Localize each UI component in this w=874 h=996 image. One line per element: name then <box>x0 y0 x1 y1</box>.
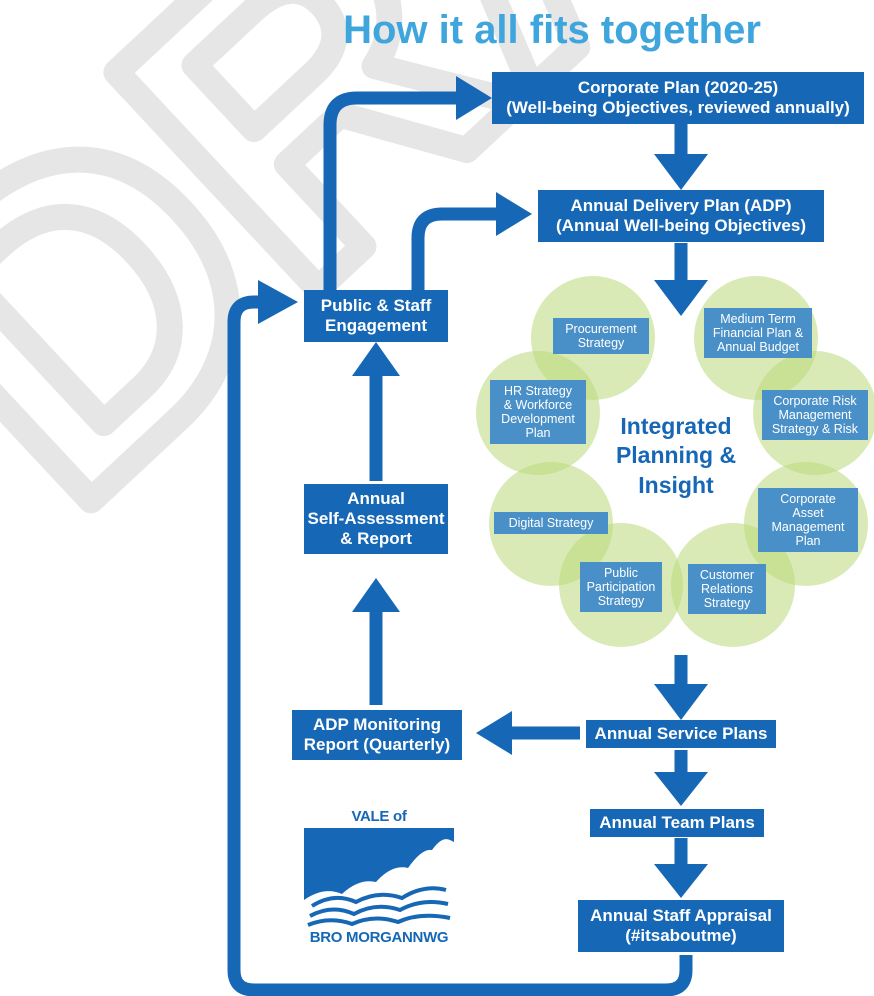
annual-staff-appraisal-box: Annual Staff Appraisal (#itsaboutme) <box>578 900 784 952</box>
hr-line-2: & Workforce <box>503 398 573 412</box>
arrow-engagement-to-adp <box>411 207 500 293</box>
arrowhead-down-appraisal <box>654 864 708 898</box>
arrowhead-monitoring <box>476 711 512 755</box>
hr-workforce-pill: HR Strategy & Workforce Development Plan <box>490 380 586 444</box>
financial-line-3: Annual Budget <box>716 340 799 354</box>
digital-line-1: Digital Strategy <box>508 516 594 530</box>
adp-line-1: Annual Delivery Plan (ADP) <box>570 195 792 215</box>
corporate-asset-pill: Corporate Asset Management Plan <box>758 488 858 552</box>
logo-bottom-text: BRO MORGANNWG <box>309 929 449 946</box>
center-line-3: Insight <box>638 471 714 498</box>
self-assessment-line-3: & Report <box>340 529 412 549</box>
corporate-plan-box: Corporate Plan (2020-25) (Well-being Obj… <box>492 72 864 124</box>
hr-line-1: HR Strategy <box>503 384 573 398</box>
corporate-plan-line-2: (Well-being Objectives, reviewed annuall… <box>506 98 850 117</box>
participation-line-1: Public <box>603 566 639 580</box>
participation-line-2: Participation <box>586 580 656 594</box>
customer-line-2: Relations <box>700 582 754 596</box>
financial-line-1: Medium Term <box>720 312 796 326</box>
customer-line-1: Customer <box>699 568 755 582</box>
team-plans-label: Annual Team Plans <box>599 812 755 832</box>
customer-relations-pill: Customer Relations Strategy <box>688 564 766 614</box>
risk-line-1: Corporate Risk <box>773 394 857 408</box>
flow-arrows <box>227 91 693 996</box>
vale-of-glamorgan-logo: VALE of GLAMORGAN BRO MORGANNWG <box>304 808 454 950</box>
procurement-line-2: Strategy <box>577 336 625 350</box>
asset-line-3: Management <box>771 520 845 534</box>
center-line-2: Planning & <box>615 442 737 469</box>
center-line-1: Integrated <box>620 413 732 439</box>
risk-line-2: Management <box>778 408 852 422</box>
financial-line-2: Financial Plan & <box>712 326 804 340</box>
customer-line-3: Strategy <box>703 596 751 610</box>
arrowhead-down-team <box>654 772 708 806</box>
corporate-risk-pill: Corporate Risk Management Strategy & Ris… <box>762 390 868 440</box>
corporate-plan-line-1: Corporate Plan (2020-25) <box>577 77 779 97</box>
monitoring-line-1: ADP Monitoring <box>312 714 442 734</box>
strategy-circles <box>476 276 874 647</box>
logo-emblem <box>304 828 454 928</box>
hr-line-4: Plan <box>525 426 551 440</box>
arrowhead-down-circles <box>654 280 708 316</box>
annual-service-plans-box: Annual Service Plans <box>586 720 776 748</box>
procurement-line-1: Procurement <box>565 322 637 336</box>
arrowhead-corporate-plan <box>456 76 492 120</box>
engagement-line-2: Engagement <box>324 316 428 335</box>
self-assessment-line-2: Self-Assessment <box>307 508 445 528</box>
arrow-engagement-to-corporate-plan <box>323 91 462 293</box>
annual-delivery-plan-box: Annual Delivery Plan (ADP) (Annual Well-… <box>538 190 824 242</box>
appraisal-line-2: (#itsaboutme) <box>625 926 737 945</box>
public-participation-pill: Public Participation Strategy <box>580 562 662 612</box>
asset-line-2: Asset <box>792 506 824 520</box>
monitoring-line-2: Report (Quarterly) <box>303 735 451 754</box>
asset-line-4: Plan <box>795 534 821 548</box>
arrowhead-self-assessment <box>352 578 400 612</box>
arrowhead-down-service <box>654 684 708 720</box>
participation-line-3: Strategy <box>597 594 645 608</box>
arrowhead-down-adp <box>654 154 708 190</box>
arrowhead-loop-engagement <box>258 280 298 324</box>
arrow-appraisal-loop <box>227 295 693 996</box>
self-assessment-box: Annual Self-Assessment & Report <box>304 484 448 554</box>
service-plans-label: Annual Service Plans <box>594 723 768 743</box>
adp-monitoring-box: ADP Monitoring Report (Quarterly) <box>292 710 462 760</box>
arrowhead-adp <box>496 192 532 236</box>
appraisal-line-1: Annual Staff Appraisal <box>590 905 772 925</box>
public-staff-engagement-box: Public & Staff Engagement <box>304 290 448 342</box>
integrated-planning-label: Integrated Planning & Insight <box>590 412 762 500</box>
arrow-heads <box>258 76 708 898</box>
annual-team-plans-box: Annual Team Plans <box>590 809 764 837</box>
procurement-strategy-pill: Procurement Strategy <box>553 318 649 354</box>
medium-term-financial-pill: Medium Term Financial Plan & Annual Budg… <box>704 308 812 358</box>
engagement-line-1: Public & Staff <box>320 295 432 315</box>
asset-line-1: Corporate <box>780 492 836 506</box>
page-title: How it all fits together <box>343 8 761 52</box>
adp-line-2: (Annual Well-being Objectives) <box>556 216 806 235</box>
self-assessment-line-1: Annual <box>347 488 405 508</box>
hr-line-3: Development <box>501 412 575 426</box>
risk-line-3: Strategy & Risk <box>771 422 859 436</box>
arrowhead-engagement <box>352 342 400 376</box>
digital-strategy-pill: Digital Strategy <box>494 512 608 534</box>
